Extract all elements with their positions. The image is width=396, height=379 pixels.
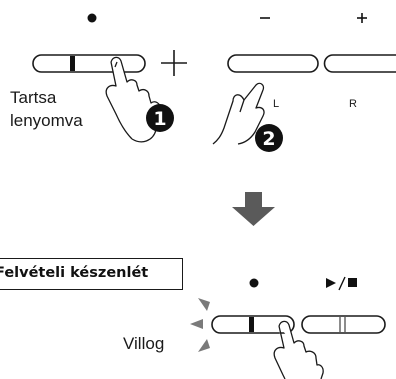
down-arrow-icon xyxy=(232,192,275,226)
play-stop-button[interactable] xyxy=(301,315,386,334)
right-button[interactable] xyxy=(323,54,396,73)
step-1-badge: 1 xyxy=(146,104,174,132)
record-button[interactable] xyxy=(32,54,146,73)
blink-indicator-icon xyxy=(190,298,210,352)
record-dot-icon xyxy=(87,13,97,23)
hold-instruction-line2: lenyomva xyxy=(10,111,83,130)
step-2-badge: 2 xyxy=(255,124,283,152)
plus-connector-icon xyxy=(161,50,187,76)
left-key-label: L xyxy=(273,98,280,110)
hand-press-icon xyxy=(273,320,324,379)
hand-press-icon xyxy=(212,82,265,145)
plus-symbol-icon xyxy=(357,13,367,23)
record-dot-icon xyxy=(249,278,259,288)
left-button[interactable] xyxy=(227,54,319,73)
record-button-stripe xyxy=(70,56,75,71)
step-2-number: 2 xyxy=(262,128,275,150)
blink-label: Villog xyxy=(123,334,165,353)
hold-instruction-line1: Tartsa xyxy=(10,88,57,107)
step-1-number: 1 xyxy=(153,108,166,130)
play-stop-icon xyxy=(326,276,357,291)
recording-standby-banner: Felvételi készenlét xyxy=(0,258,183,290)
right-key-label: R xyxy=(349,98,357,110)
record-button-stripe xyxy=(249,317,254,332)
